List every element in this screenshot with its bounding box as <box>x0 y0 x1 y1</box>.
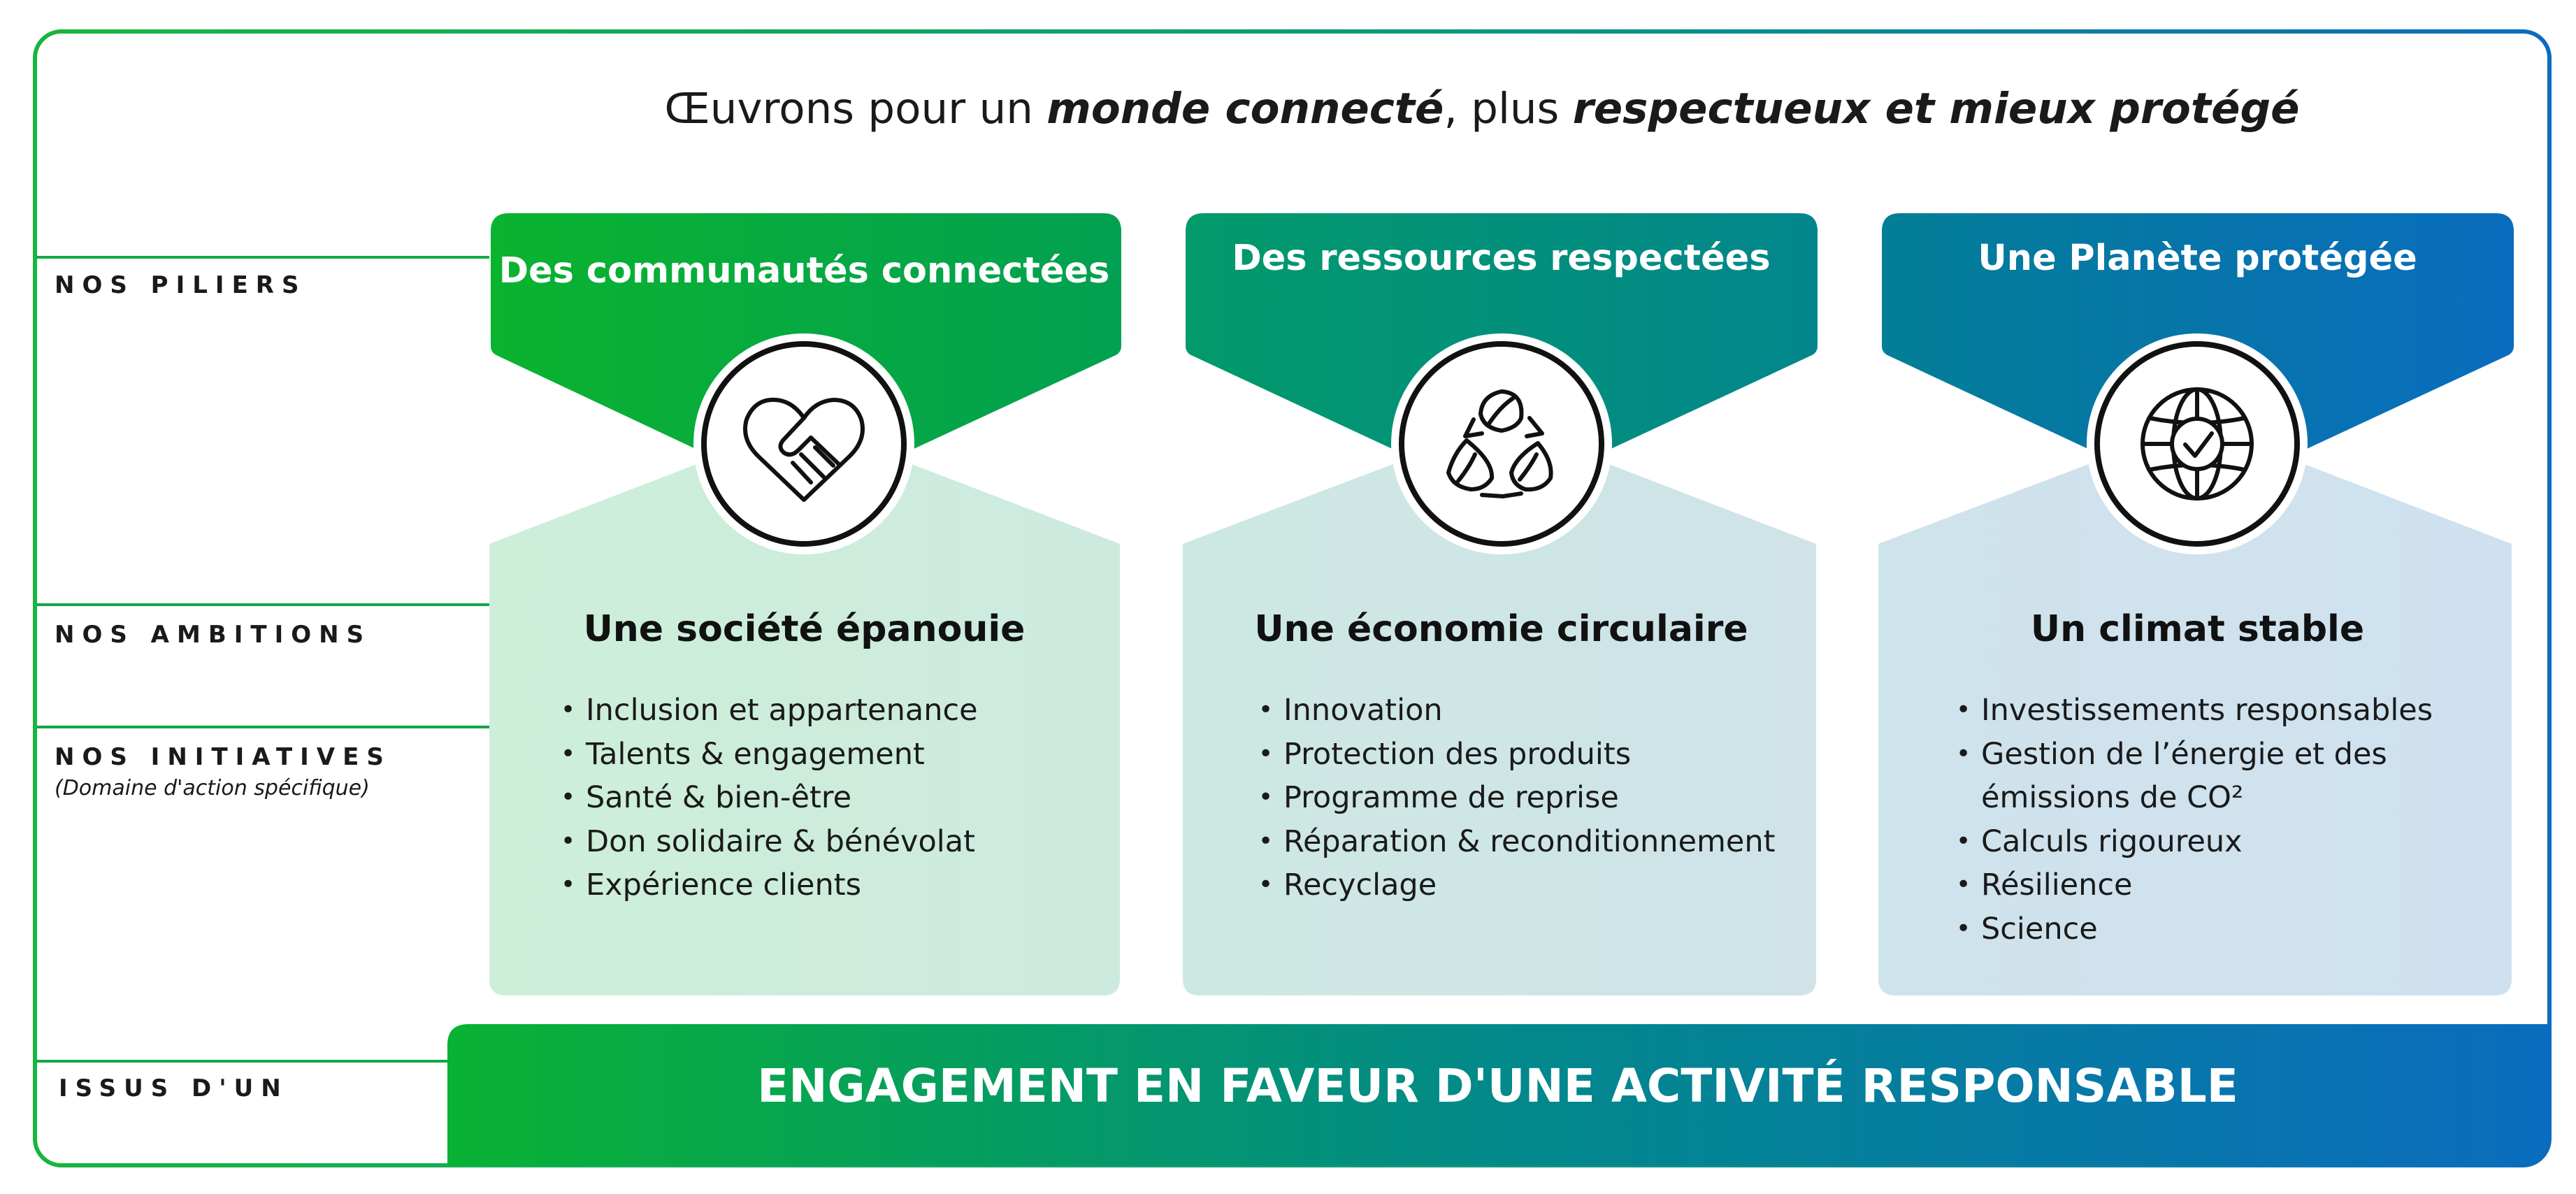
list-item: Inclusion et appartenance <box>559 689 978 733</box>
row-label-issus: ISSUS D'UN <box>59 1074 289 1102</box>
banner-text: ENGAGEMENT EN FAVEUR D'UNE ACTIVITÉ RESP… <box>757 1059 2238 1113</box>
list-item: Résilience <box>1955 863 2433 907</box>
heart-handshake-icon <box>743 397 865 502</box>
row-separators <box>36 256 489 1063</box>
row-label-initiatives: NOS INITIATIVES <box>55 743 391 771</box>
list-item: Don solidaire & bénévolat <box>559 820 978 864</box>
headline-middle: , plus <box>1444 84 1573 134</box>
list-item: Santé & bien-être <box>559 776 978 820</box>
list-item-continuation: émissions de CO² <box>1981 780 2244 815</box>
initiative-list-2: Innovation Protection des produits Progr… <box>1257 689 1775 907</box>
list-item: Recyclage <box>1257 863 1775 907</box>
initiative-list-3: Investissements responsables Gestion de … <box>1955 689 2433 951</box>
list-item: Science <box>1955 907 2433 951</box>
list-item: Protection des produits <box>1257 733 1775 777</box>
engagement-banner <box>447 1024 2549 1165</box>
recycle-leaves-icon <box>1446 389 1553 498</box>
list-item: Investissements responsables <box>1955 689 2433 733</box>
headline-emphasis-2: respectueux et mieux protégé <box>1572 84 2300 134</box>
pillar-title-2: Des ressources respectées <box>1232 238 1771 279</box>
row-label-ambitions: NOS AMBITIONS <box>55 621 372 649</box>
headline-emphasis-1: monde connecté <box>1046 84 1444 134</box>
pillar-title-1: Des communautés connectées <box>498 250 1110 292</box>
headline-prefix: Œuvrons pour un <box>664 84 1047 134</box>
row-label-initiatives-sub: (Domaine d'action spécifique) <box>55 776 370 800</box>
list-item: Innovation <box>1257 689 1775 733</box>
list-item: Programme de reprise <box>1257 776 1775 820</box>
ambition-title-3: Un climat stable <box>2030 608 2365 650</box>
list-item: Réparation & reconditionnement <box>1257 820 1775 864</box>
row-label-piliers: NOS PILIERS <box>55 271 307 299</box>
list-item: Gestion de l’énergie et des <box>1955 733 2433 777</box>
page-title: Œuvrons pour un monde connecté, plus res… <box>489 84 2475 134</box>
ambition-title-2: Une économie circulaire <box>1254 608 1748 650</box>
globe-check-icon <box>2140 387 2254 501</box>
pillar-title-3: Une Planète protégée <box>1978 238 2417 279</box>
ambition-title-1: Une société épanouie <box>583 608 1026 650</box>
list-item: Talents & engagement <box>559 733 978 777</box>
list-item: Calculs rigoureux <box>1955 820 2433 864</box>
list-item: Expérience clients <box>559 863 978 907</box>
initiative-list-1: Inclusion et appartenance Talents & enga… <box>559 689 978 907</box>
